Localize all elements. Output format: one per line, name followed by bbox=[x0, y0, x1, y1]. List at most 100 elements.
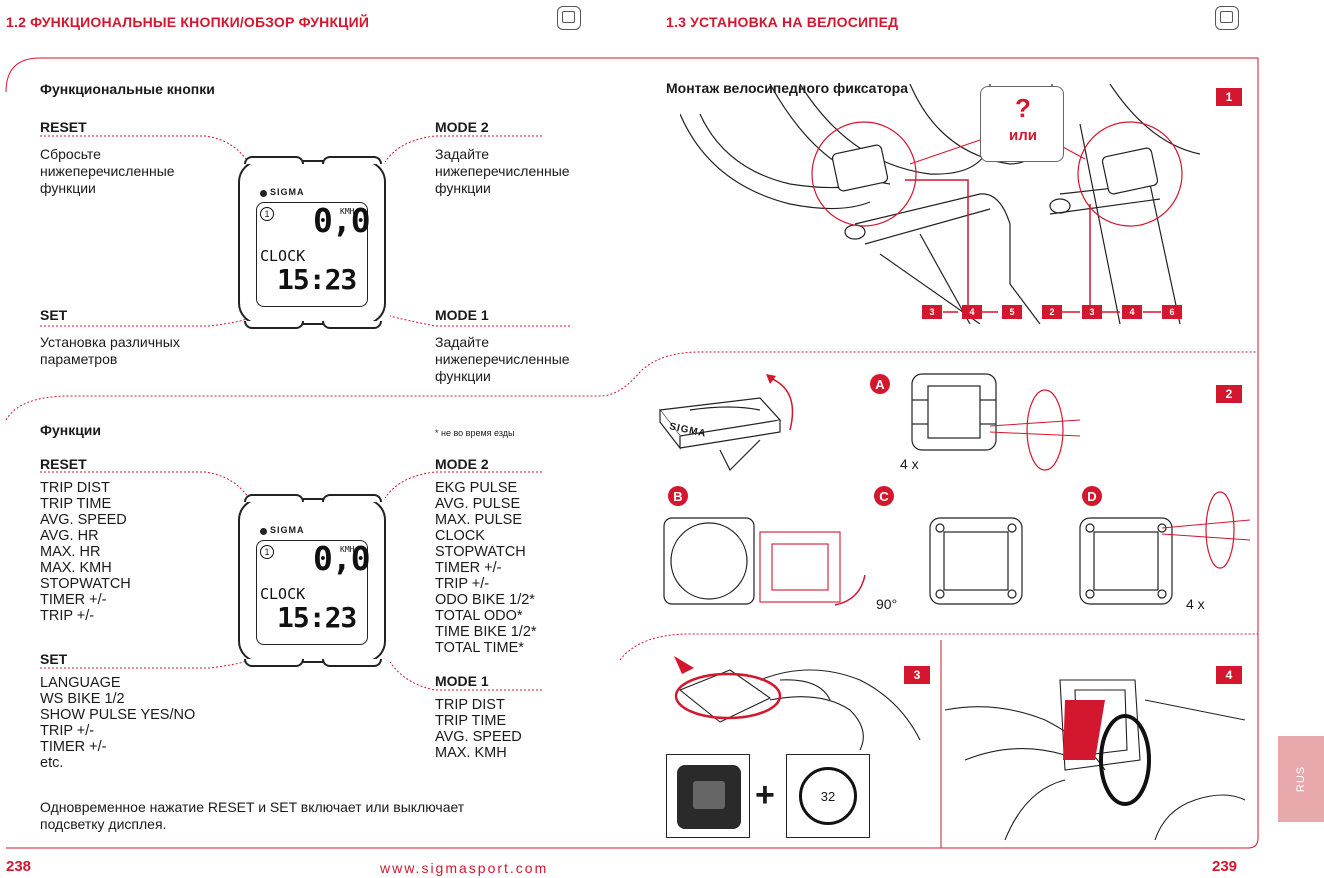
language-tab-label: RUS bbox=[1295, 765, 1307, 793]
mode-readout: CLOCK bbox=[260, 585, 306, 603]
footer-url[interactable]: www.sigmasport.com bbox=[380, 860, 549, 876]
screw-count-d: 4 x bbox=[1186, 596, 1205, 612]
time-readout: 15:23 bbox=[277, 601, 357, 634]
list-item: AVG. PULSE bbox=[435, 496, 521, 512]
list-item: TRIP +/- bbox=[435, 576, 490, 592]
list-item: MAX. HR bbox=[40, 544, 101, 560]
flow-b-step: 2 bbox=[1042, 305, 1062, 319]
set-label-2: SET bbox=[40, 651, 68, 667]
reset-label-2: RESET bbox=[40, 456, 87, 472]
rubber-ring-illustration bbox=[674, 656, 921, 750]
backlight-footnote: Одновременное нажатие RESET и SET включа… bbox=[40, 799, 465, 832]
step-letter-d: D bbox=[1082, 486, 1102, 506]
set-function-list: LANGUAGE WS BIKE 1/2 SHOW PULSE YES/NO T… bbox=[40, 675, 195, 771]
list-item: MAX. PULSE bbox=[435, 512, 523, 528]
mode1-label-2: MODE 1 bbox=[435, 673, 489, 689]
holder-photo-box bbox=[666, 754, 750, 838]
or-label: или bbox=[1009, 127, 1037, 144]
sigma-logo-icon bbox=[260, 190, 267, 197]
list-item: MAX. KMH bbox=[40, 560, 112, 576]
reset-button[interactable] bbox=[244, 156, 304, 164]
speed-readout: 0,0 bbox=[313, 201, 371, 240]
list-item: TIMER +/- bbox=[435, 560, 502, 576]
list-item: ODO BIKE 1/2* bbox=[435, 592, 535, 608]
list-item: TIME BIKE 1/2* bbox=[435, 624, 537, 640]
list-item: TRIP +/- bbox=[40, 723, 95, 739]
list-item: AVG. HR bbox=[40, 528, 99, 544]
mode2-button[interactable] bbox=[322, 156, 382, 164]
sigma-logo-icon bbox=[260, 528, 267, 535]
reset-button[interactable] bbox=[244, 494, 304, 502]
list-item: TOTAL TIME* bbox=[435, 640, 524, 656]
set-button[interactable] bbox=[244, 321, 304, 329]
ring-box: 32 bbox=[786, 754, 870, 838]
holder-assembly-illustration bbox=[658, 373, 1250, 606]
screw-count-a: 4 x bbox=[900, 456, 919, 472]
speed-unit: KMH bbox=[340, 207, 355, 216]
left-page-header: 1.2 ФУНКЦИОНАЛЬНЫЕ КНОПКИ/ОБЗОР ФУНКЦИЙ bbox=[6, 14, 370, 30]
not-while-riding-note: * не во время езды bbox=[435, 428, 515, 438]
flow-a-step: 5 bbox=[1002, 305, 1022, 319]
device-brand: SIGMA bbox=[270, 187, 305, 197]
list-item: etc. bbox=[40, 755, 64, 771]
bike-computer-device-2: SIGMA 1 0,0 KMH CLOCK 15:23 bbox=[238, 494, 386, 667]
mode2-label: MODE 2 bbox=[435, 119, 489, 135]
indicator-icon: 1 bbox=[260, 545, 274, 559]
list-item: EKG PULSE bbox=[435, 480, 518, 496]
speed-readout: 0,0 bbox=[313, 539, 371, 578]
list-item: WS BIKE 1/2 bbox=[40, 691, 125, 707]
device-screen: 1 0,0 KMH CLOCK 15:23 bbox=[256, 201, 371, 307]
flow-a-step: 3 bbox=[922, 305, 942, 319]
mode1-function-list: TRIP DIST TRIP TIME AVG. SPEED MAX. KMH bbox=[435, 697, 522, 761]
plus-icon: + bbox=[755, 776, 775, 814]
question-mark-icon: ? bbox=[1015, 93, 1031, 123]
section-title-buttons: Функциональные кнопки bbox=[40, 81, 215, 97]
mode-readout: CLOCK bbox=[260, 247, 306, 265]
list-item: TRIP DIST bbox=[435, 697, 505, 713]
mode2-label-2: MODE 2 bbox=[435, 456, 489, 472]
step-badge-2: 2 bbox=[1216, 385, 1242, 403]
list-item: AVG. SPEED bbox=[40, 512, 127, 528]
list-item: TOTAL ODO* bbox=[435, 608, 523, 624]
or-choice-box: ? или bbox=[980, 86, 1064, 162]
list-item: TIMER +/- bbox=[40, 739, 107, 755]
step-letter-b: B bbox=[668, 486, 688, 506]
right-page-header: 1.3 УСТАНОВКА НА ВЕЛОСИПЕД bbox=[666, 14, 899, 30]
indicator-icon: 1 bbox=[260, 207, 274, 221]
mode2-function-list: EKG PULSE AVG. PULSE MAX. PULSE CLOCK ST… bbox=[435, 480, 537, 656]
mode1-button[interactable] bbox=[322, 659, 382, 667]
step-letter-a: A bbox=[870, 374, 890, 394]
mode2-button[interactable] bbox=[322, 494, 382, 502]
right-page-number: 239 bbox=[1212, 858, 1238, 875]
step-letter-c: C bbox=[874, 486, 894, 506]
device-icon-right bbox=[1215, 6, 1239, 30]
device-icon bbox=[557, 6, 581, 30]
list-item: TRIP TIME bbox=[435, 713, 507, 729]
flow-b-step: 4 bbox=[1122, 305, 1142, 319]
ring-size: 32 bbox=[799, 767, 857, 825]
step-badge-1: 1 bbox=[1216, 88, 1242, 106]
set-button[interactable] bbox=[244, 659, 304, 667]
bike-computer-device: SIGMA 1 0,0 KMH CLOCK 15:23 bbox=[238, 156, 386, 329]
list-item: MAX. KMH bbox=[435, 745, 507, 761]
mount-title: Монтаж велосипедного фиксатора bbox=[666, 80, 909, 96]
time-readout: 15:23 bbox=[277, 263, 357, 296]
handlebar-illustration bbox=[680, 84, 1200, 324]
list-item: TIMER +/- bbox=[40, 592, 107, 608]
reset-function-list: TRIP DIST TRIP TIME AVG. SPEED AVG. HR M… bbox=[40, 480, 131, 624]
reset-label: RESET bbox=[40, 119, 87, 135]
list-item: TRIP DIST bbox=[40, 480, 110, 496]
list-item: STOPWATCH bbox=[435, 544, 526, 560]
rotation-angle: 90° bbox=[876, 596, 898, 612]
set-label: SET bbox=[40, 307, 68, 323]
section-title-functions: Функции bbox=[40, 422, 102, 438]
mode1-label: MODE 1 bbox=[435, 307, 489, 323]
mode1-button[interactable] bbox=[322, 321, 382, 329]
list-item: LANGUAGE bbox=[40, 675, 121, 691]
list-item: SHOW PULSE YES/NO bbox=[40, 707, 196, 723]
device-screen: 1 0,0 KMH CLOCK 15:23 bbox=[256, 539, 371, 645]
step-badge-4: 4 bbox=[1216, 666, 1242, 684]
language-tab[interactable]: RUS bbox=[1278, 736, 1324, 822]
